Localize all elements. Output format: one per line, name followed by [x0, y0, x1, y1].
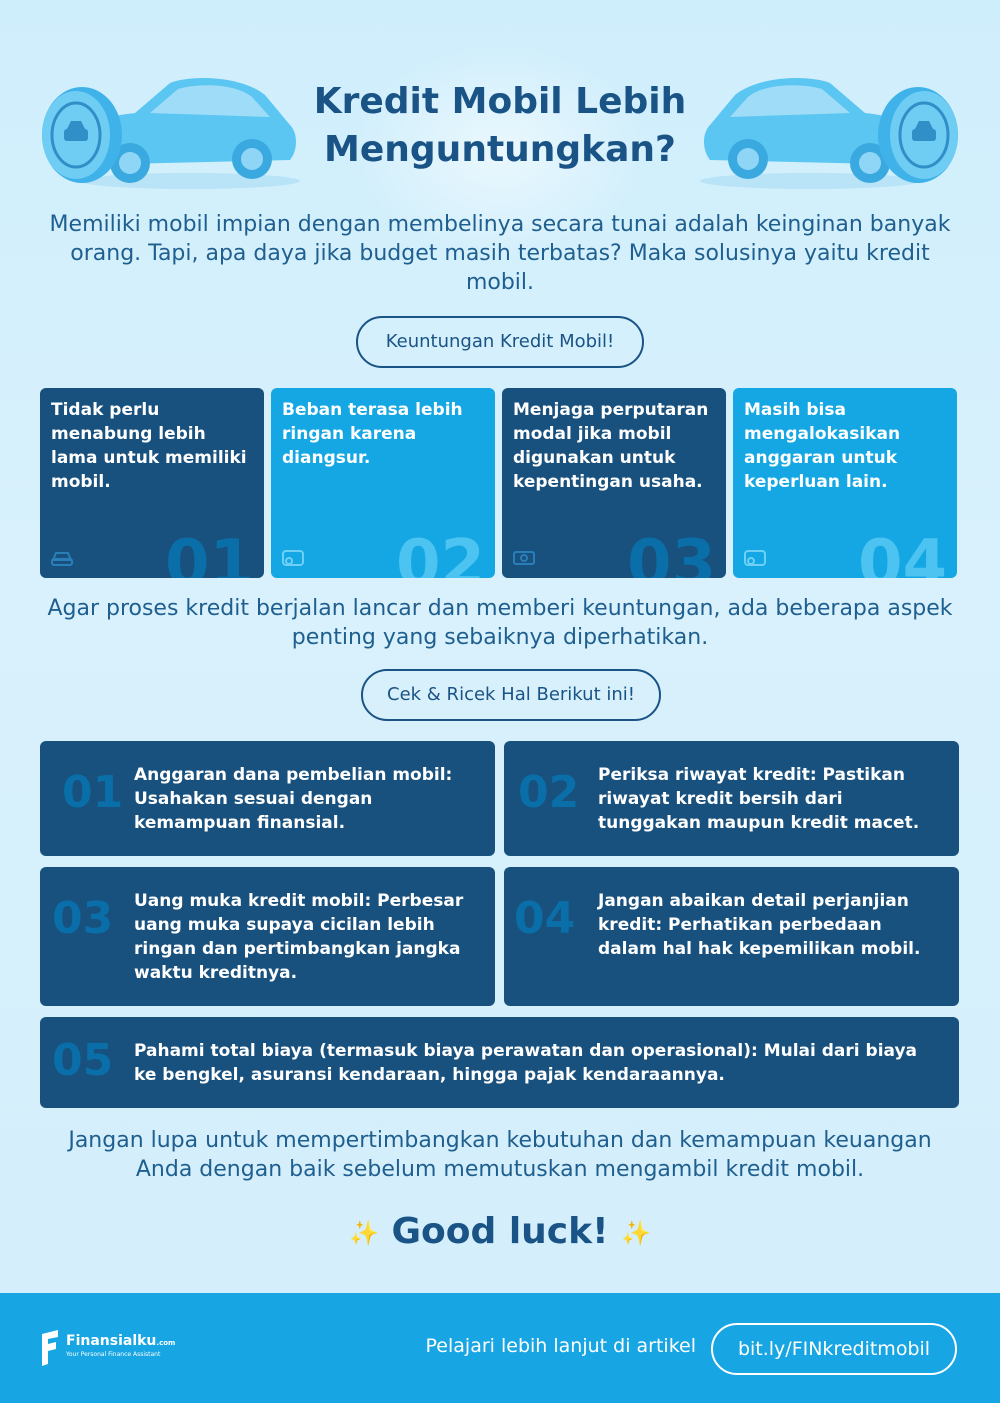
benefit-card-4: Masih bisa mengalokasikan anggaran untuk… [733, 388, 957, 578]
finansialku-logo-icon [42, 1330, 58, 1366]
benefit-number: 01 [164, 527, 254, 578]
checklist-item-1: 01 Anggaran dana pembelian mobil: Usahak… [40, 741, 495, 856]
benefits-heading-pill: Keuntungan Kredit Mobil! [356, 316, 644, 368]
checklist-text: Uang muka kredit mobil: Perbesar uang mu… [134, 891, 464, 983]
wallet-icon [282, 550, 304, 566]
benefit-number: 03 [626, 527, 716, 578]
checklist-item-2: 02 Periksa riwayat kredit: Pastikan riwa… [504, 741, 959, 856]
good-luck-text: Good luck! [391, 1211, 609, 1252]
benefit-text: Beban terasa lebih ringan karena diangsu… [282, 400, 463, 468]
footer-bar: Finansialku.com Your Personal Finance As… [0, 1293, 1000, 1403]
brand-suffix: .com [156, 1339, 176, 1347]
checklist-number: 01 [62, 767, 124, 818]
good-luck-heading: ✨ Good luck! ✨ [250, 1210, 750, 1255]
brand-name: Finansialku.com [66, 1333, 175, 1349]
brand-tagline: Your Personal Finance Assistant [66, 1351, 161, 1358]
checklist-number: 05 [52, 1035, 114, 1086]
brand-name-text: Finansialku [66, 1333, 157, 1349]
mid-paragraph: Agar proses kredit berjalan lancar dan m… [47, 596, 953, 650]
checklist-number: 03 [52, 893, 114, 944]
checklist-number: 04 [514, 893, 576, 944]
money-icon [513, 551, 535, 565]
checklist-text: Periksa riwayat kredit: Pastikan riwayat… [598, 765, 920, 833]
checklist-text: Anggaran dana pembelian mobil: Usahakan … [134, 765, 453, 833]
title-line-2: Menguntungkan? [324, 129, 676, 170]
checklist-text: Jangan abaikan detail perjanjian kredit:… [598, 891, 921, 959]
title-line-1: Kredit Mobil Lebih [313, 81, 687, 122]
budget-icon [744, 550, 766, 566]
benefit-card-2: Beban terasa lebih ringan karena diangsu… [271, 388, 495, 578]
benefit-number: 04 [857, 527, 947, 578]
checklist-item-4: 04 Jangan abaikan detail perjanjian kred… [504, 867, 959, 1006]
checklist-item-3: 03 Uang muka kredit mobil: Perbesar uang… [40, 867, 495, 1006]
benefit-text: Tidak perlu menabung lebih lama untuk me… [51, 400, 247, 492]
checklist-heading-pill: Cek & Ricek Hal Berikut ini! [361, 669, 661, 721]
car-icon [51, 552, 73, 566]
sparkle-icon: ✨ [621, 1219, 651, 1247]
checklist-text: Pahami total biaya (termasuk biaya peraw… [134, 1041, 918, 1085]
benefit-number: 02 [395, 527, 485, 578]
title-glow [350, 40, 650, 260]
benefit-card-1: Tidak perlu menabung lebih lama untuk me… [40, 388, 264, 578]
benefit-text: Menjaga perputaran modal jika mobil digu… [513, 400, 709, 492]
footer-cta-text: Pelajari lebih lanjut di artikel [425, 1335, 696, 1357]
benefit-text: Masih bisa mengalokasikan anggaran untuk… [744, 400, 901, 492]
benefit-card-3: Menjaga perputaran modal jika mobil digu… [502, 388, 726, 578]
intro-paragraph: Memiliki mobil impian dengan membelinya … [49, 212, 951, 295]
checklist-number: 02 [518, 767, 580, 818]
outro-paragraph: Jangan lupa untuk mempertimbangkan kebut… [68, 1128, 932, 1182]
car-coin-right-illustration [700, 78, 958, 189]
article-link-button[interactable]: bit.ly/FINkreditmobil [711, 1323, 957, 1375]
page-title: Kredit Mobil Lebih Menguntungkan? [250, 78, 750, 174]
checklist-item-5: 05 Pahami total biaya (termasuk biaya pe… [40, 1017, 959, 1108]
car-coin-left-illustration [42, 78, 300, 189]
sparkle-icon: ✨ [349, 1219, 379, 1247]
benefits-grid: Tidak perlu menabung lebih lama untuk me… [40, 388, 958, 578]
